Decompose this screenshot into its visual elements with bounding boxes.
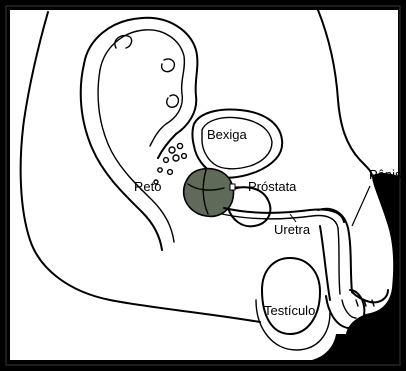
rectum-label: Reto	[134, 180, 161, 194]
prostate-leader-tab	[230, 184, 235, 190]
testicle-label: Testículo	[264, 304, 315, 318]
penis-label: Pênis	[369, 168, 402, 182]
bladder-label: Bexiga	[207, 128, 247, 142]
urethra-label: Uretra	[274, 223, 310, 237]
prostate-label: Próstata	[248, 180, 296, 194]
